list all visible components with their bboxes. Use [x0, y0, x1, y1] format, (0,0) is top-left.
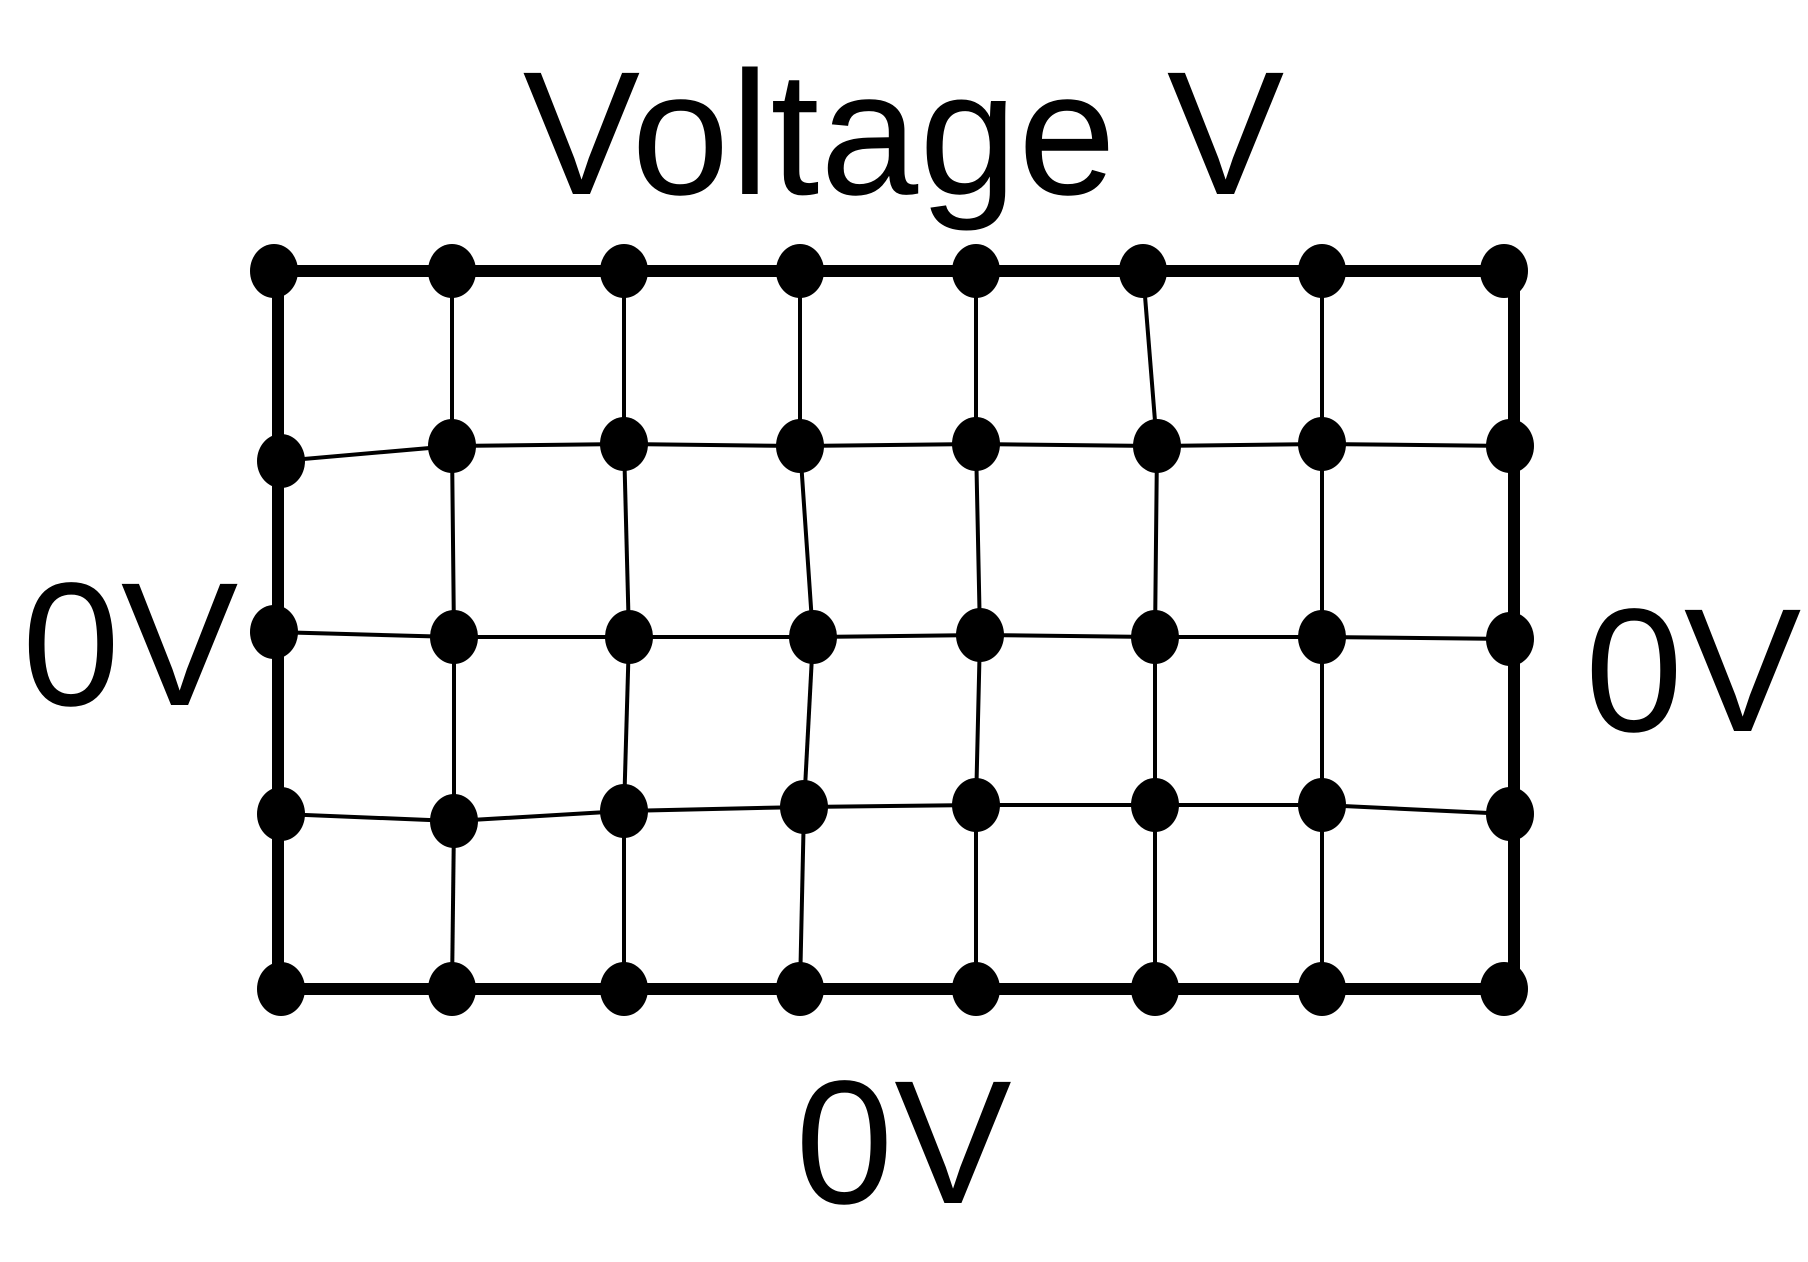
grid-node — [257, 962, 305, 1016]
grid-node — [956, 608, 1004, 662]
bottom-voltage-label: 0V — [795, 1045, 1013, 1241]
grid-node — [600, 962, 648, 1016]
wire-h — [801, 802, 979, 810]
wire-h — [451, 808, 627, 824]
grid-node — [250, 244, 298, 298]
wire-v — [797, 443, 816, 640]
wire-v — [449, 443, 457, 640]
wire-v — [621, 441, 632, 640]
grid-node — [428, 244, 476, 298]
right-voltage-label: 0V — [1585, 573, 1803, 769]
grid-node — [952, 962, 1000, 1016]
wire-v — [973, 632, 983, 808]
grid-node — [952, 778, 1000, 832]
wire-h — [810, 632, 983, 640]
grid-node — [428, 962, 476, 1016]
grid-node — [1298, 417, 1346, 471]
grid-node — [250, 605, 298, 659]
grid-node — [430, 794, 478, 848]
wire-h — [977, 632, 1158, 640]
grid-node — [600, 244, 648, 298]
wire-h — [278, 811, 457, 824]
grid-node — [1119, 244, 1167, 298]
grid-node — [1480, 962, 1528, 1016]
grid-node — [776, 244, 824, 298]
grid-node — [1298, 244, 1346, 298]
wire-h — [271, 629, 457, 640]
wire-h — [278, 443, 455, 464]
grid-node — [257, 434, 305, 488]
grid-node — [600, 784, 648, 838]
wire-h — [797, 441, 979, 449]
wire-h — [1319, 802, 1513, 817]
grid-node — [1480, 244, 1528, 298]
grid-node — [1131, 778, 1179, 832]
grid-node — [1486, 787, 1534, 841]
grid-node — [428, 419, 476, 473]
top-voltage-label: Voltage V — [522, 36, 1286, 232]
grid-node — [789, 610, 837, 664]
grid-node — [257, 787, 305, 841]
wire-v — [973, 441, 983, 638]
grid-node — [430, 610, 478, 664]
grid-node — [600, 417, 648, 471]
wire-h — [621, 441, 803, 449]
wire-v — [449, 818, 457, 992]
wire-h — [1319, 441, 1513, 449]
wire-v — [1152, 443, 1160, 640]
grid-node — [776, 962, 824, 1016]
grid-node — [1131, 610, 1179, 664]
grid-node — [776, 419, 824, 473]
wire-v — [797, 804, 807, 992]
grid-node — [952, 244, 1000, 298]
grid-node — [1131, 962, 1179, 1016]
grid-node — [780, 780, 828, 834]
wire-h — [973, 441, 1160, 449]
grid-node — [1298, 778, 1346, 832]
grid-node — [1298, 962, 1346, 1016]
grid-node — [1133, 419, 1181, 473]
wire-h — [621, 804, 807, 814]
left-voltage-label: 0V — [22, 547, 240, 743]
wire-h — [1319, 634, 1513, 642]
wire-v — [621, 634, 632, 814]
grid-node — [605, 610, 653, 664]
grid-node — [952, 417, 1000, 471]
wire-h — [449, 441, 627, 449]
wire-h — [1154, 441, 1325, 449]
wire-v — [1140, 268, 1160, 449]
grid-node — [1298, 610, 1346, 664]
grid-node — [1486, 612, 1534, 666]
grid-node — [1486, 419, 1534, 473]
wire-v — [801, 634, 816, 810]
